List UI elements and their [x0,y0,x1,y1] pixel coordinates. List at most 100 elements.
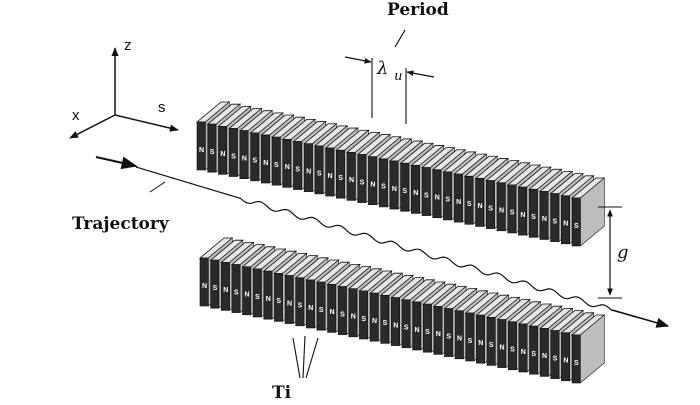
lower-magnet-front-face [274,273,283,322]
lower-pole-letter: S [531,351,536,358]
pointer-line-3 [305,337,319,379]
lower-pole-letter: N [563,358,568,365]
trajectory-leader-line [149,181,166,193]
lower-magnet-front-face [401,299,411,349]
trajectory-label: Trajectory [72,214,170,234]
lower-pole-letter: S [574,360,579,367]
lower-pole-letter: N [436,331,441,338]
upper-pole-letter: N [563,221,568,228]
lower-pole-letter: N [287,300,292,307]
lower-pole-letter: S [255,294,260,301]
lower-pole-letter: S [276,298,281,305]
lower-magnet-front-face [316,281,326,331]
upper-magnet-front-face [271,136,281,186]
lower-magnet-front-face [220,262,230,311]
upper-magnet-front-face [550,193,560,242]
lower-magnet-front-face [561,332,570,382]
upper-pole-letter: N [413,190,418,197]
upper-magnet-front-face [282,139,292,188]
lower-pole-letter: S [213,285,218,292]
upper-magnet-front-face [518,186,528,236]
lower-pole-letter: S [489,342,494,349]
upper-magnet-front-face [421,167,431,216]
lambda-subscript: u [394,69,402,84]
upper-magnet-front-face [260,134,270,184]
lower-pole-letter: S [553,355,558,362]
lower-magnet-front-face [422,303,432,353]
lower-magnet-front-face [391,297,400,346]
lower-pole-letter: S [468,338,473,345]
lower-magnet-front-face [380,295,390,344]
upper-magnet-front-face [464,175,474,225]
lower-pole-letter: S [298,303,303,310]
lower-magnet-front-face [529,325,539,375]
upper-magnet-front-face [368,156,378,206]
upper-pole-letter: N [370,182,375,189]
lower-magnet-front-face [486,317,496,366]
pointer-line-2 [302,335,306,379]
upper-magnet-front-face [389,160,399,210]
lower-magnet-front-face [242,266,252,316]
lower-pole-letter: S [234,289,239,296]
upper-magnet-front-face [453,173,463,223]
upper-pole-letter: N [456,199,461,206]
upper-magnet-front-face [207,123,217,173]
upper-pole-letter: S [295,166,300,173]
upper-magnet-front-face [507,184,517,234]
trajectory-group: Trajectory [72,156,670,328]
lambda-symbol: λ u [376,58,403,84]
lower-magnet-front-face [295,277,305,327]
upper-pole-letter: N [263,160,268,167]
upper-pole-letter: S [403,188,408,195]
upper-pole-letter: S [467,201,472,208]
upper-magnet-front-face [239,130,249,179]
lower-magnet-front-face [359,290,369,340]
lower-pole-letter: S [425,329,430,336]
upper-magnet-front-face [218,126,228,175]
upper-magnet-front-face [357,154,367,203]
lower-pole-letter: N [393,322,398,329]
z-axis-label: z [124,37,132,54]
lower-pole-letter: S [404,325,409,332]
upper-magnet-front-face [496,182,506,232]
upper-magnet-front-face [410,165,420,214]
upper-magnet-front-face [528,189,538,238]
upper-pole-letter: N [392,186,397,193]
lower-magnet-front-face [433,306,443,355]
lower-magnet-front-face [199,257,209,307]
lower-pole-letter: N [223,287,228,294]
upper-pole-letter: S [210,149,215,156]
lower-pole-letter: N [542,353,547,360]
bottom-pointer-group: Ti [272,335,319,403]
upper-magnet-front-face [293,141,303,190]
s-axis-label: s [158,99,166,116]
bottom-label: Ti [272,383,292,400]
lower-pole-letter: S [510,347,515,354]
upper-pole-letter: N [478,203,483,210]
lower-magnet-front-face [252,268,262,318]
lower-magnet-front-face [263,270,273,320]
lower-pole-letter: S [446,333,451,340]
upper-magnet-front-face [335,149,345,199]
upper-pole-letter: N [542,216,547,223]
lower-pole-letter: N [478,340,483,347]
upper-pole-letter: S [381,184,386,191]
upper-pole-letter: N [520,212,525,219]
upper-pole-letter: N [242,155,247,162]
upper-magnet-front-face [443,171,453,221]
upper-magnet-front-face [400,162,410,212]
lower-magnet-front-face [369,292,379,342]
upper-magnet-front-face [485,180,495,229]
coordinate-axes: z s x [69,37,179,139]
upper-magnet-front-face [303,143,313,193]
lower-magnet-front-face [454,310,464,360]
upper-pole-letter: S [231,153,236,160]
upper-pole-letter: S [553,218,558,225]
gap-label: g [617,242,629,263]
lower-magnet-front-face [305,279,315,329]
upper-pole-letter: S [424,192,429,199]
lower-magnet-front-face [231,264,241,313]
lower-magnet-front-face [210,259,220,309]
